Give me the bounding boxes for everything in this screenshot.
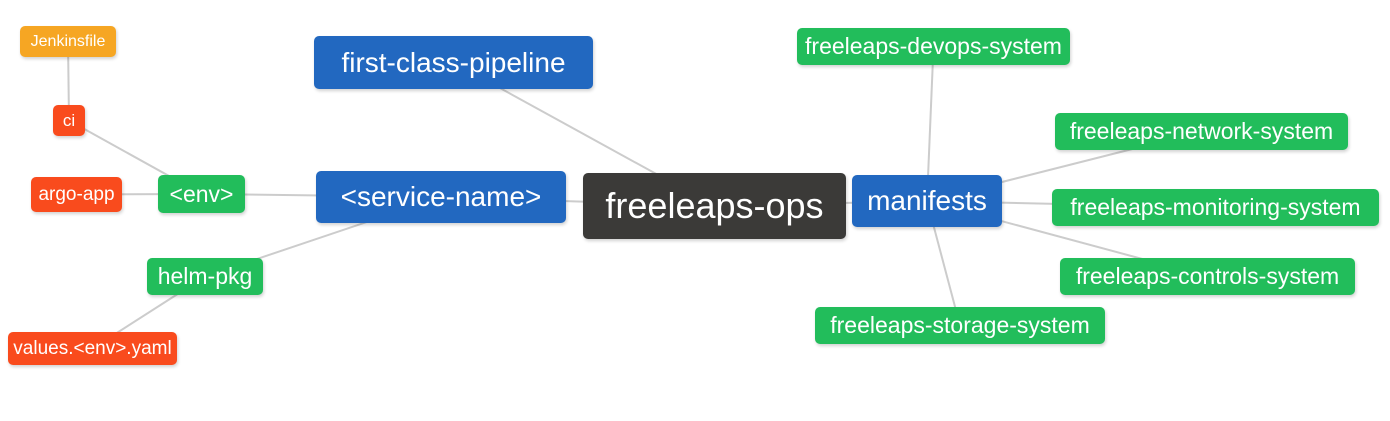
node-env[interactable]: <env> — [158, 175, 245, 213]
node-argo-app[interactable]: argo-app — [31, 177, 122, 212]
node-service-name[interactable]: <service-name> — [316, 171, 566, 223]
node-values-env-yaml[interactable]: values.<env>.yaml — [8, 332, 177, 365]
node-helm-pkg[interactable]: helm-pkg — [147, 258, 263, 295]
node-first-class-pipeline[interactable]: first-class-pipeline — [314, 36, 593, 89]
node-ci[interactable]: ci — [53, 105, 85, 136]
node-freeleaps-devops-system[interactable]: freeleaps-devops-system — [797, 28, 1070, 65]
node-manifests[interactable]: manifests — [852, 175, 1002, 227]
node-freeleaps-network-system[interactable]: freeleaps-network-system — [1055, 113, 1348, 150]
node-freeleaps-ops[interactable]: freeleaps-ops — [583, 173, 846, 239]
node-jenkinsfile[interactable]: Jenkinsfile — [20, 26, 116, 57]
node-freeleaps-controls-system[interactable]: freeleaps-controls-system — [1060, 258, 1355, 295]
node-freeleaps-monitoring-system[interactable]: freeleaps-monitoring-system — [1052, 189, 1379, 226]
node-freeleaps-storage-system[interactable]: freeleaps-storage-system — [815, 307, 1105, 344]
